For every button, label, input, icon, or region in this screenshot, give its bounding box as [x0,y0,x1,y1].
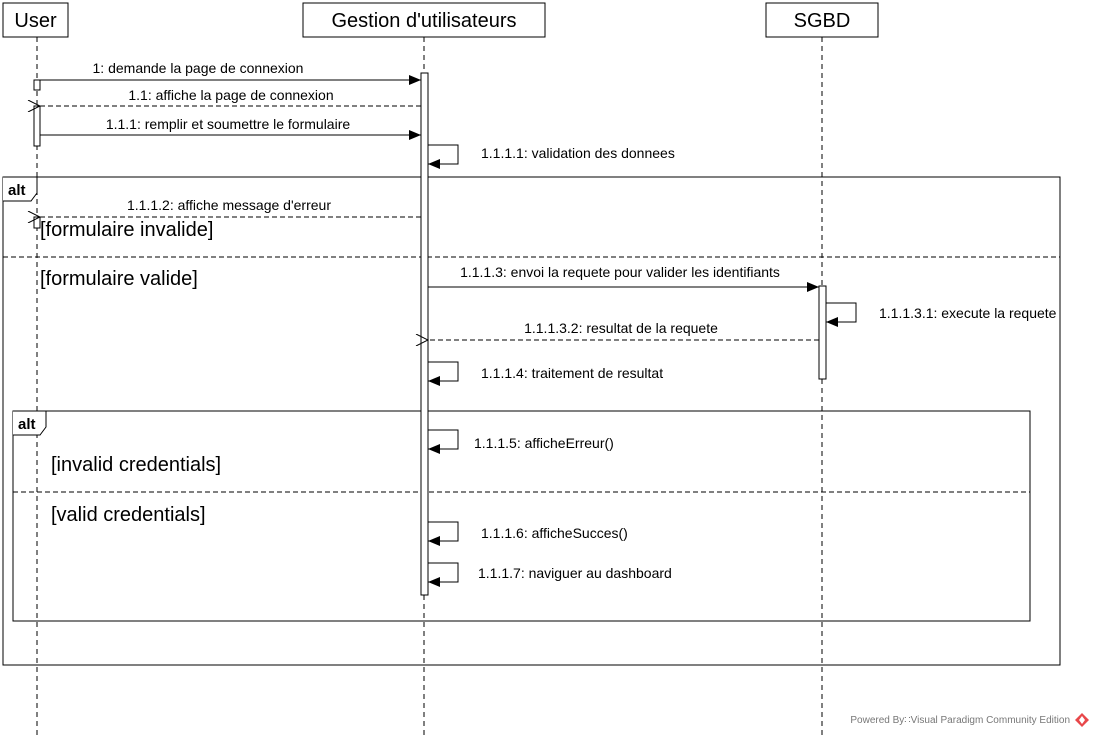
message-1-1-1-2-label: 1.1.1.2: affiche message d'erreur [127,197,331,213]
lifeline-user[interactable]: User [2,2,69,38]
activation-sgbd [818,285,827,380]
message-1-1-1-6[interactable]: 1.1.1.6: afficheSucces() [428,521,628,546]
message-1-1-1-3-label: 1.1.1.3: envoi la requete pour valider l… [460,264,780,280]
inner-guard-valid: [valid credentials] [51,504,206,526]
message-1-1-1-1[interactable]: 1.1.1.1: validation des donnees [428,144,675,169]
message-1-1-1-3-1-label: 1.1.1.3.1: execute la requete [879,305,1057,321]
lifeline-sgbd-box[interactable] [765,2,879,38]
inner-alt-fragment: alt [invalid credentials] [valid credent… [12,410,1031,622]
message-1-1-1-4-label: 1.1.1.4: traitement de resultat [481,365,663,381]
visual-paradigm-logo-icon [1075,713,1089,727]
inner-alt-frame [12,410,1031,622]
message-1-1-1-6-label: 1.1.1.6: afficheSucces() [481,525,628,541]
message-1-1-1-3-2[interactable]: 1.1.1.3.2: resultat de la requete [428,320,819,340]
outer-alt-tag: alt [8,182,26,199]
message-1-1-1-2[interactable]: 1.1.1.2: affiche message d'erreur [40,197,421,217]
message-1-1-1-3-1[interactable]: 1.1.1.3.1: execute la requete [826,302,1057,327]
message-1-1-1-5[interactable]: 1.1.1.5: afficheErreur() [428,429,614,454]
message-1-1-label: 1.1: affiche la page de connexion [128,87,333,103]
message-1-1-1-4-arrow[interactable] [428,361,459,386]
message-1-1-1-1-label: 1.1.1.1: validation des donnees [481,145,675,161]
message-1-label: 1: demande la page de connexion [93,60,304,76]
message-1-1-1-3-2-label: 1.1.1.3.2: resultat de la requete [524,320,718,336]
message-1[interactable]: 1: demande la page de connexion [40,60,421,85]
inner-alt-tag: alt [18,416,36,433]
outer-alt-frame [2,176,1061,666]
message-1-1-1-7-label: 1.1.1.7: naviguer au dashboard [478,565,672,581]
message-1-1-1-7-arrow[interactable] [428,562,459,587]
lifeline-gestion-box[interactable] [302,2,546,38]
message-1-1-1-3-1-arrow[interactable] [826,302,857,327]
activation-user-2 [33,105,41,147]
inner-guard-invalid: [invalid credentials] [51,454,221,476]
message-1-1-1-5-label: 1.1.1.5: afficheErreur() [474,435,614,451]
message-1-1-1-6-arrow[interactable] [428,521,459,546]
outer-guard-valid: [formulaire valide] [40,268,198,290]
footer-watermark: Powered By∷Visual Paradigm Community Edi… [850,713,1089,727]
message-1-1-1-label: 1.1.1: remplir et soumettre le formulair… [106,116,351,132]
message-1-1-1-1-arrow[interactable] [428,144,459,169]
message-1-1-1[interactable]: 1.1.1: remplir et soumettre le formulair… [40,116,421,140]
message-1-1-1-4[interactable]: 1.1.1.4: traitement de resultat [428,361,663,386]
lifeline-user-box[interactable] [2,2,69,38]
lifeline-sgbd[interactable]: SGBD [765,2,879,38]
activation-user-3 [33,216,41,229]
outer-guard-invalid: [formulaire invalide] [40,219,213,241]
footer-text: Powered By∷Visual Paradigm Community Edi… [850,715,1070,726]
message-1-1-1-3[interactable]: 1.1.1.3: envoi la requete pour valider l… [428,264,819,292]
inner-alt-tag-box [13,410,47,436]
lifeline-user-title: User [14,10,57,32]
outer-alt-tag-box [3,176,38,202]
lifeline-sgbd-title: SGBD [794,10,851,32]
outer-alt-fragment: alt [formulaire invalide] [formulaire va… [2,176,1061,666]
message-1-1[interactable]: 1.1: affiche la page de connexion [40,87,421,106]
lifeline-gestion-title: Gestion d'utilisateurs [331,10,516,32]
activation-user-1 [33,79,41,91]
lifeline-gestion[interactable]: Gestion d'utilisateurs [302,2,546,38]
activation-gestion [420,72,429,596]
message-1-1-1-5-arrow[interactable] [428,429,459,454]
message-1-1-1-7[interactable]: 1.1.1.7: naviguer au dashboard [428,562,672,587]
